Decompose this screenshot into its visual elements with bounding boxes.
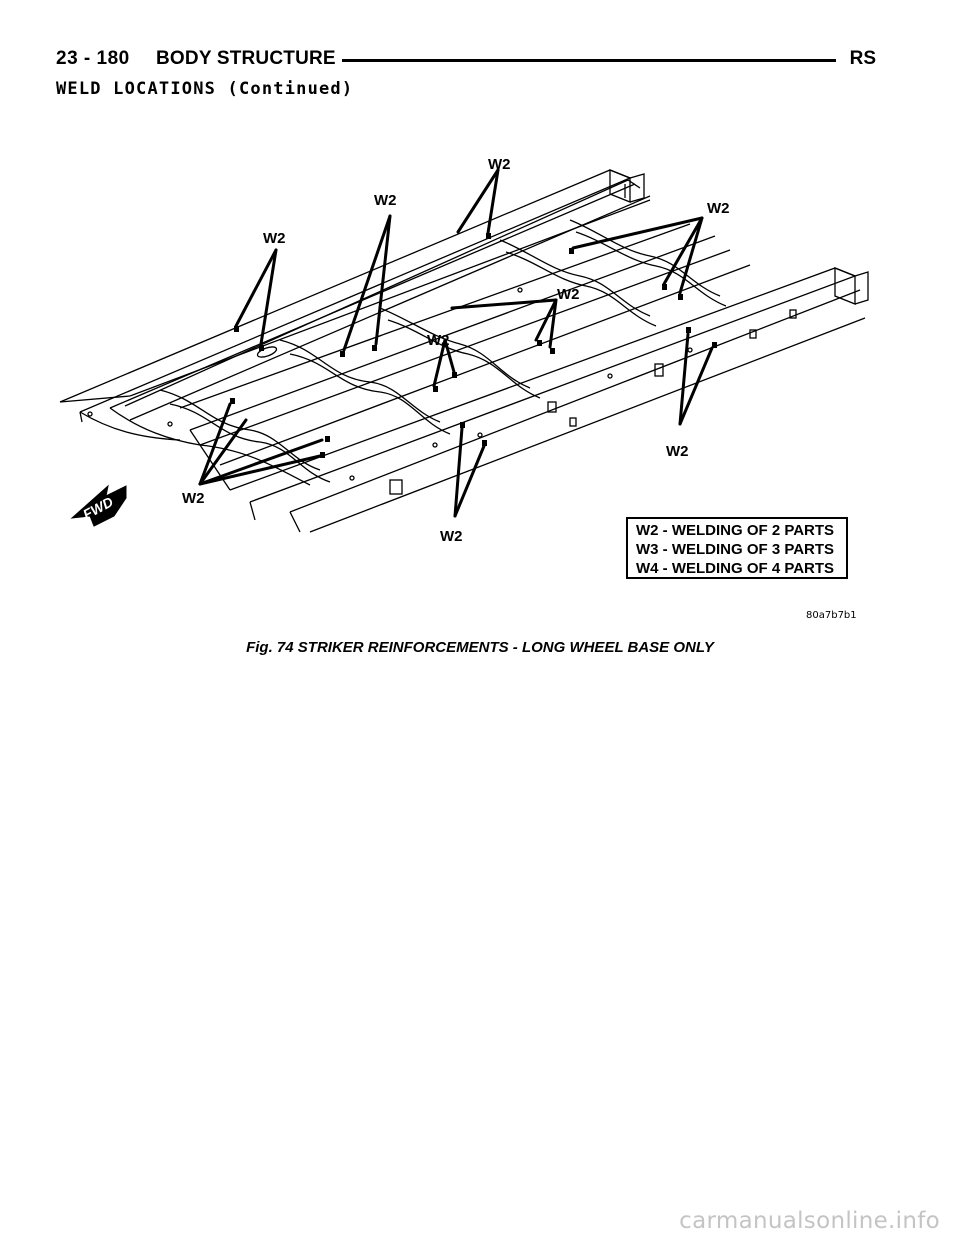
section-heading: WELD LOCATIONS (Continued) — [56, 79, 354, 99]
legend-item-w3: W3 - WELDING OF 3 PARTS — [636, 541, 835, 558]
section-title: BODY STRUCTURE — [156, 48, 342, 70]
watermark: carmanualsonline.info — [679, 1208, 940, 1234]
weld-callout: W2 — [182, 490, 205, 507]
weld-callout: W2 — [427, 332, 450, 349]
weld-callout: W2 — [263, 230, 286, 247]
figure-caption: Fig. 74 STRIKER REINFORCEMENTS - LONG WH… — [246, 639, 714, 656]
image-code: 80a7b7b1 — [806, 610, 857, 621]
model-code: RS — [843, 48, 876, 70]
legend-item-w4: W4 - WELDING OF 4 PARTS — [636, 560, 835, 577]
figure-weld-locations: W2 W2 W2 W2 W2 W2 W2 W2 W2 FWD — [50, 140, 890, 630]
legend-item-w2: W2 - WELDING OF 2 PARTS — [636, 522, 835, 539]
weld-callout: W2 — [488, 156, 511, 173]
weld-callout: W2 — [440, 528, 463, 545]
page-number: 23 - 180 — [56, 48, 130, 69]
weld-callout: W2 — [374, 192, 397, 209]
weld-callout: W2 — [557, 286, 580, 303]
weld-legend: W2 - WELDING OF 2 PARTS W3 - WELDING OF … — [626, 517, 848, 579]
underbody-illustration — [59, 168, 869, 533]
page-header: 23 - 180 BODY STRUCTURE RS — [56, 44, 876, 74]
fwd-arrow-icon — [70, 484, 127, 527]
weld-callout: W2 — [666, 443, 689, 460]
weld-callout: W2 — [707, 200, 730, 217]
header-rule — [156, 59, 836, 62]
